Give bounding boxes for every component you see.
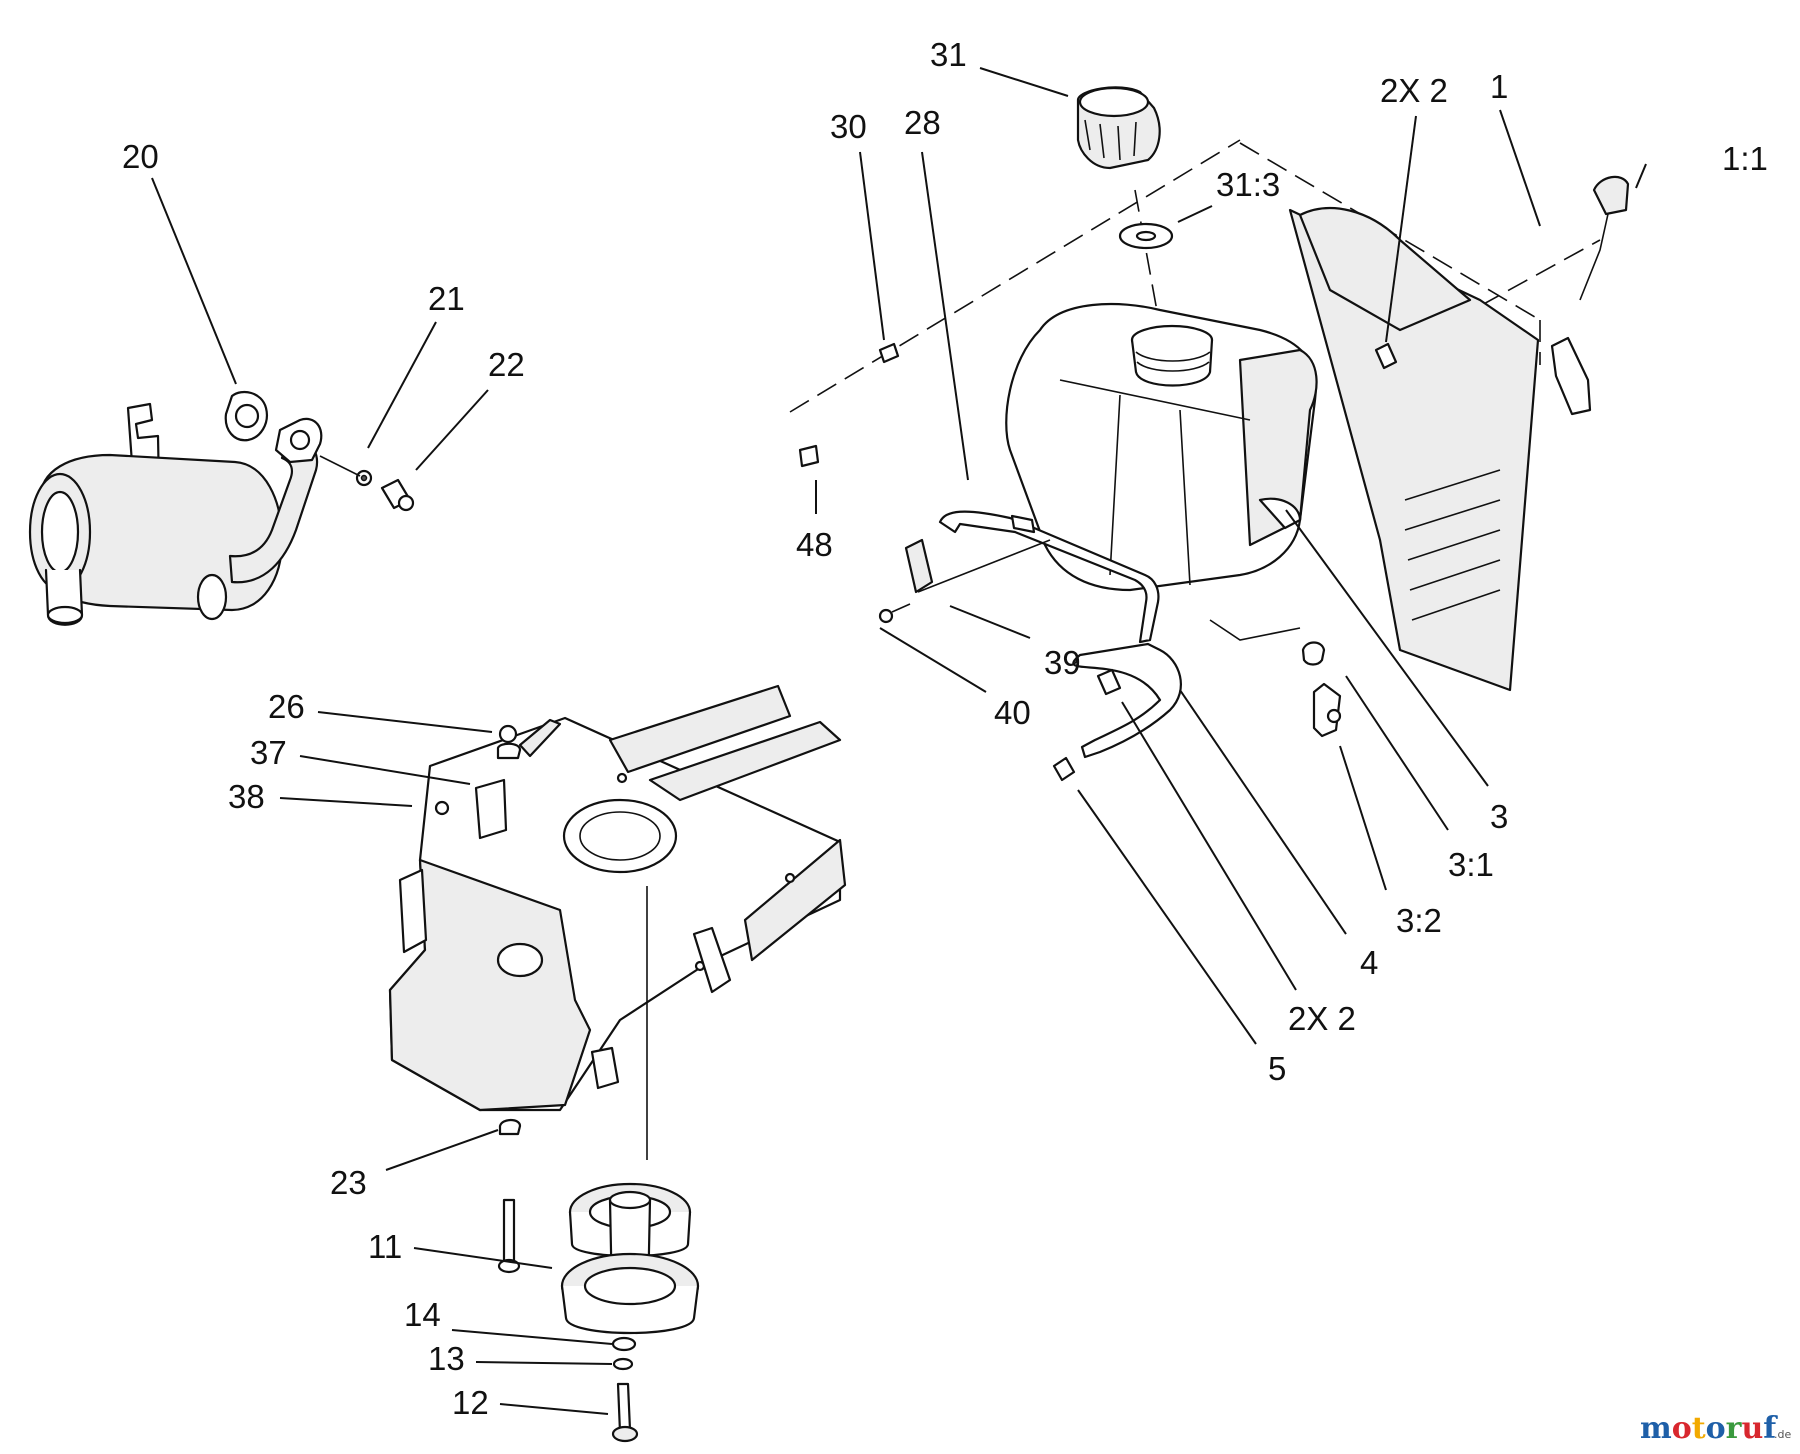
watermark-letter: r bbox=[1726, 1411, 1743, 1446]
callout-3-1: 3:1 bbox=[1448, 846, 1494, 883]
motoruf-watermark-logo: motoruf .de bbox=[1640, 1411, 1791, 1446]
fuel-tank-assembly bbox=[789, 86, 1630, 692]
callout-2x2-bottom: 2X 2 bbox=[1288, 1000, 1356, 1037]
callout-22: 22 bbox=[488, 346, 525, 383]
callout-1-1: 1:1 bbox=[1722, 140, 1768, 177]
callouts: 20 21 22 30 28 31 31:3 2X 2 1 1:1 48 39 … bbox=[122, 36, 1768, 1421]
watermark-letter: m bbox=[1640, 1411, 1672, 1446]
callout-2x2-top: 2X 2 bbox=[1380, 72, 1448, 109]
callout-39: 39 bbox=[1044, 644, 1081, 681]
callout-12: 12 bbox=[452, 1384, 489, 1421]
callout-3: 3 bbox=[1490, 798, 1508, 835]
engine-mount-assembly bbox=[388, 684, 847, 1274]
callout-26: 26 bbox=[268, 688, 305, 725]
callout-1: 1 bbox=[1490, 68, 1508, 105]
callout-11: 11 bbox=[368, 1228, 402, 1265]
callout-28: 28 bbox=[904, 104, 941, 141]
watermark-letter: o bbox=[1672, 1411, 1692, 1446]
callout-13: 13 bbox=[428, 1340, 465, 1377]
callout-30: 30 bbox=[830, 108, 867, 145]
watermark-letter: u bbox=[1741, 1411, 1763, 1446]
pulley-assembly bbox=[560, 1182, 700, 1443]
callout-37: 37 bbox=[250, 734, 287, 771]
callout-20: 20 bbox=[122, 138, 159, 175]
svg-text:.de: .de bbox=[1774, 1428, 1791, 1441]
callout-4: 4 bbox=[1360, 944, 1378, 981]
callout-38: 38 bbox=[228, 778, 265, 815]
muffler-assembly bbox=[28, 390, 415, 626]
watermark-letter: o bbox=[1706, 1411, 1726, 1446]
callout-21: 21 bbox=[428, 280, 465, 317]
callout-31-3: 31:3 bbox=[1216, 166, 1280, 203]
watermark-letter: t bbox=[1692, 1411, 1706, 1446]
svg-text:motoruf: motoruf bbox=[1640, 1411, 1778, 1446]
watermark-letter: f bbox=[1763, 1411, 1778, 1446]
callout-40: 40 bbox=[994, 694, 1031, 731]
callout-14: 14 bbox=[404, 1296, 441, 1333]
callout-5: 5 bbox=[1268, 1050, 1286, 1087]
callout-31: 31 bbox=[930, 36, 967, 73]
callout-23: 23 bbox=[330, 1164, 367, 1201]
callout-48: 48 bbox=[796, 526, 833, 563]
leader-lines bbox=[151, 67, 1647, 1415]
callout-3-2: 3:2 bbox=[1396, 902, 1442, 939]
fuel-line-parts bbox=[798, 342, 1342, 782]
